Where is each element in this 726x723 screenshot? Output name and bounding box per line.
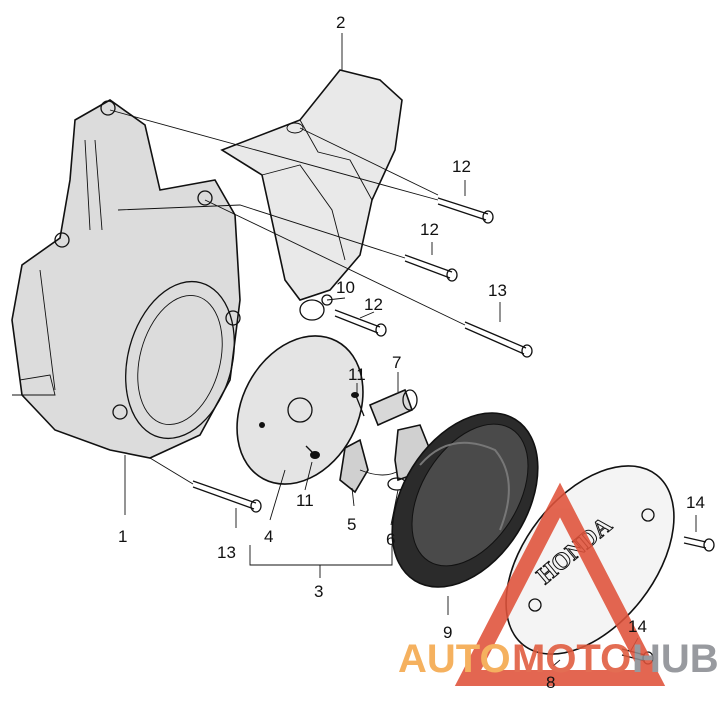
callout-11-lower: 11 [296, 491, 314, 510]
callout-10: 10 [336, 278, 355, 297]
callout-3: 3 [314, 582, 323, 601]
callout-6: 6 [386, 530, 395, 549]
callout-labels: 2 12 12 10 12 13 7 11 11 1 13 4 5 6 3 9 … [118, 13, 705, 692]
part-9-rotor [391, 412, 539, 588]
leader-lines [109, 33, 697, 667]
callout-2: 2 [336, 13, 345, 32]
callout-1: 1 [118, 527, 127, 546]
part-2-shroud [220, 69, 403, 301]
callout-7: 7 [392, 353, 401, 372]
callout-11-upper: 11 [348, 365, 366, 384]
watermark-moto: MOTO [512, 637, 631, 681]
part-1-crankcase-cover [11, 99, 241, 459]
callout-14-bottom: 14 [628, 617, 647, 636]
watermark: AUTO MOTO HUB [398, 482, 719, 686]
callout-4: 4 [264, 527, 273, 546]
part-4-stator-plate [236, 335, 364, 485]
part-7-condenser [368, 388, 418, 427]
callout-5: 5 [347, 515, 356, 534]
part-10-fitting [299, 294, 333, 321]
callout-9: 9 [443, 623, 452, 642]
watermark-auto: AUTO [398, 637, 511, 681]
callout-13-left: 13 [217, 543, 236, 562]
bolts [192, 197, 715, 665]
callout-8: 8 [546, 673, 555, 692]
callout-12-low: 12 [364, 295, 383, 314]
watermark-hub: HUB [632, 637, 719, 681]
part-5-contact-breaker [339, 438, 401, 494]
callout-14-right: 14 [686, 493, 705, 512]
part-11-screws [305, 392, 365, 459]
watermark-triangle [454, 482, 666, 686]
callout-12-top: 12 [452, 157, 471, 176]
callout-13-right: 13 [488, 281, 507, 300]
callout-12-mid: 12 [420, 220, 439, 239]
